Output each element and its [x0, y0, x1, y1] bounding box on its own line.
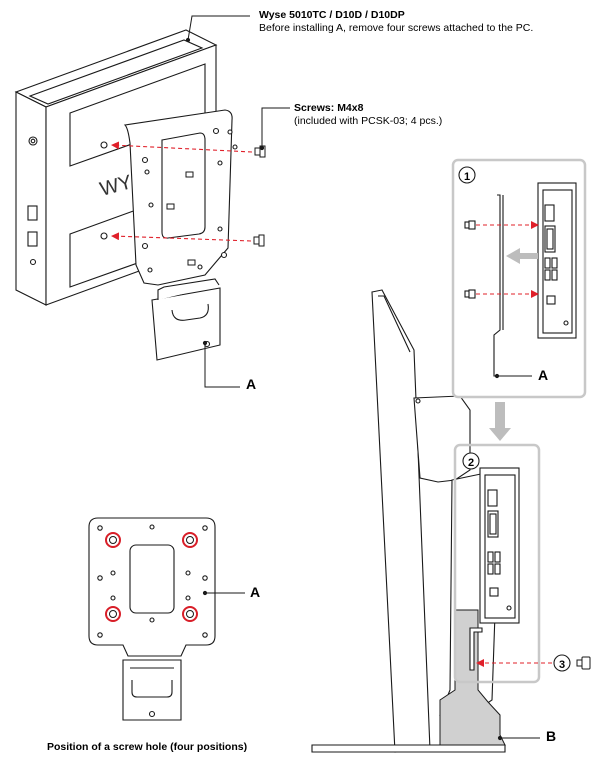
screw-hole-markers — [105, 532, 198, 622]
screw-hole-caption: Position of a screw hole (four positions… — [47, 741, 248, 753]
step2-panel — [453, 443, 541, 684]
step2-content — [462, 452, 520, 671]
pc-note-text: Before installing A, remove four screws … — [259, 22, 534, 34]
step1-arrows — [476, 221, 539, 298]
label-a-top: A — [246, 376, 257, 392]
step3-circle — [553, 654, 571, 672]
bracket-a-3d — [123, 109, 238, 361]
step1-gray-arrow — [506, 248, 538, 264]
step-transition-arrow — [489, 402, 511, 441]
screws-pc-side — [166, 171, 196, 266]
screw-hole-marker — [105, 606, 121, 622]
label-b: B — [546, 728, 557, 744]
label-a-step1: A — [538, 367, 549, 383]
step1-number: 1 — [464, 171, 470, 183]
screws-label: Screws: M4x8 (included with PCSK-03; 4 p… — [294, 102, 442, 128]
screw-hole-marker — [105, 532, 121, 548]
screws-title-text: Screws: M4x8 — [294, 102, 364, 114]
leader-line-a-flat — [202, 590, 245, 596]
screw-hole-marker — [182, 606, 198, 622]
step3-number: 3 — [559, 659, 565, 671]
step2-number: 2 — [468, 457, 474, 469]
screws-m4x8 — [253, 145, 266, 247]
pc-model-text: Wyse 5010TC / D10D / D10DP — [259, 9, 405, 21]
pc-model-label: Wyse 5010TC / D10D / D10DP Before instal… — [259, 9, 533, 35]
leader-lines-top — [185, 15, 290, 388]
screw-arrows — [111, 141, 253, 242]
screws-note-text: (included with PCSK-03; 4 pcs.) — [294, 115, 443, 127]
pc-front-face — [15, 91, 47, 306]
bracket-a-flat — [88, 517, 216, 721]
step1-content — [458, 166, 577, 377]
step3-arrow — [476, 654, 591, 672]
label-a-flat: A — [250, 584, 261, 600]
screw-hole-marker — [182, 532, 198, 548]
